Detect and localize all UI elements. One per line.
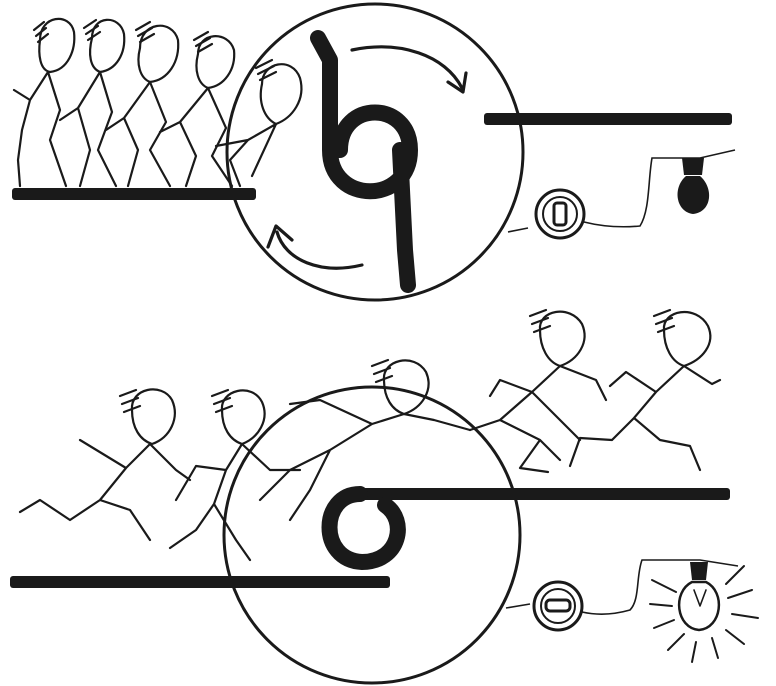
switch-toggle-bottom — [544, 598, 572, 613]
bulb-socket-top — [682, 158, 704, 175]
panel-switch-on — [10, 308, 759, 685]
light-rays — [649, 565, 759, 663]
rotation-arrow-head-top-right — [446, 71, 468, 94]
left-contact-bar-bottom — [10, 576, 390, 588]
crowd-of-people-bottom — [18, 308, 722, 562]
rotation-arrow-icon-bottom-left — [275, 230, 364, 270]
bulb-socket-bottom — [690, 562, 708, 580]
panel-switch-off — [12, 2, 736, 302]
bulb-filament — [693, 589, 707, 607]
switch-button-outer-bottom — [532, 580, 584, 632]
switch-toggle-top — [552, 201, 568, 227]
right-contact-bar-bottom — [360, 488, 730, 500]
rotation-arrow-icon-top-right — [350, 45, 464, 90]
light-bulb-icon-top — [677, 176, 710, 214]
switch-disc-bottom — [222, 385, 522, 685]
crowd-of-people-top — [12, 17, 303, 188]
electric-wire-top-left — [507, 227, 529, 233]
switch-disc-top — [225, 2, 525, 302]
right-contact-bar-top — [484, 113, 732, 125]
light-bulb-icon-bottom — [677, 580, 721, 632]
electric-wire-bottom-right — [581, 559, 739, 615]
switch-button-inner-top — [542, 196, 578, 232]
rotor-top — [310, 30, 418, 293]
switch-button-inner-bottom — [540, 588, 576, 624]
rotation-arrow-head-bottom-left — [266, 224, 294, 249]
left-contact-bar-top — [12, 188, 256, 200]
switch-button-outer-top — [534, 188, 586, 240]
electric-wire-top-right — [583, 149, 736, 228]
rotor-bottom — [321, 486, 406, 570]
electric-wire-bottom-left — [505, 603, 531, 609]
